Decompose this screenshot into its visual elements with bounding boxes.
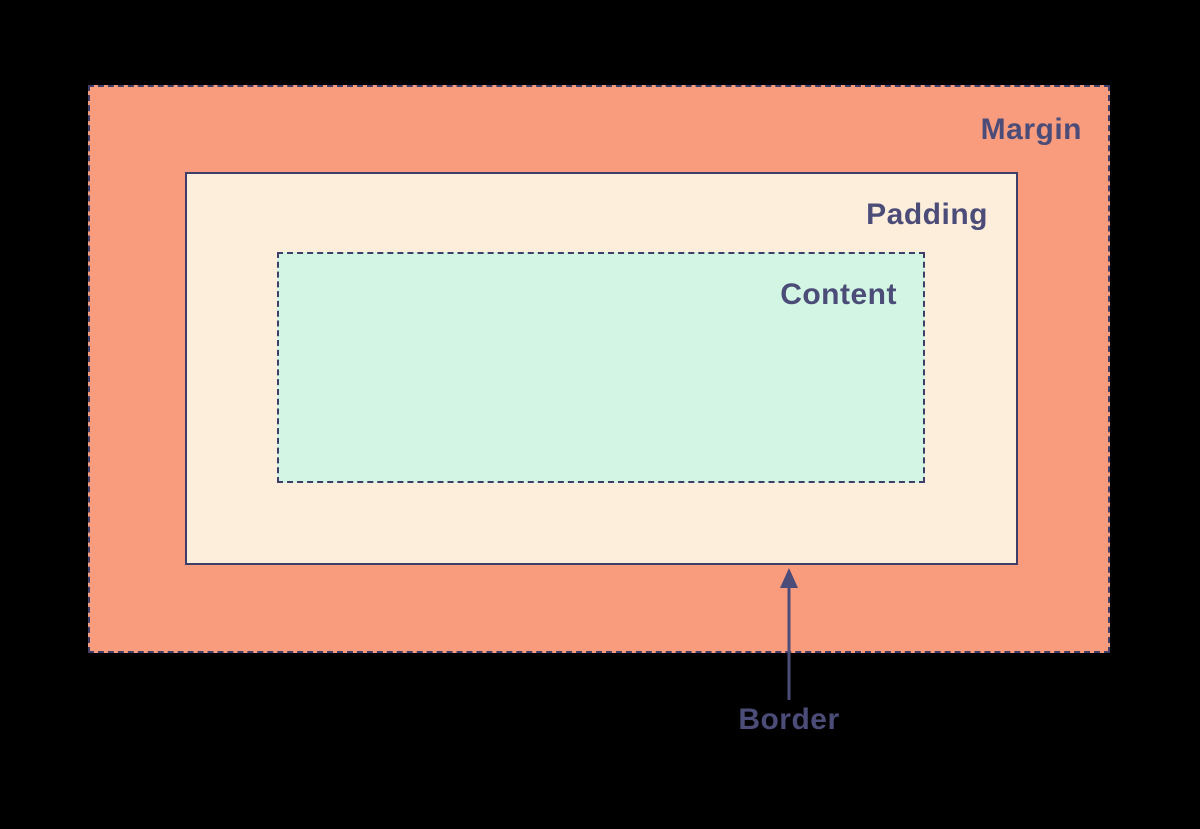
border-label: Border (738, 703, 840, 736)
border-arrow-icon (780, 568, 798, 700)
content-box: Content (277, 252, 925, 483)
margin-box: Margin Padding Content (88, 85, 1110, 653)
padding-box: Padding Content (185, 172, 1018, 565)
content-label: Content (780, 278, 897, 311)
margin-label: Margin (980, 113, 1082, 146)
border-arrow-head (780, 568, 798, 588)
padding-label: Padding (866, 198, 988, 231)
